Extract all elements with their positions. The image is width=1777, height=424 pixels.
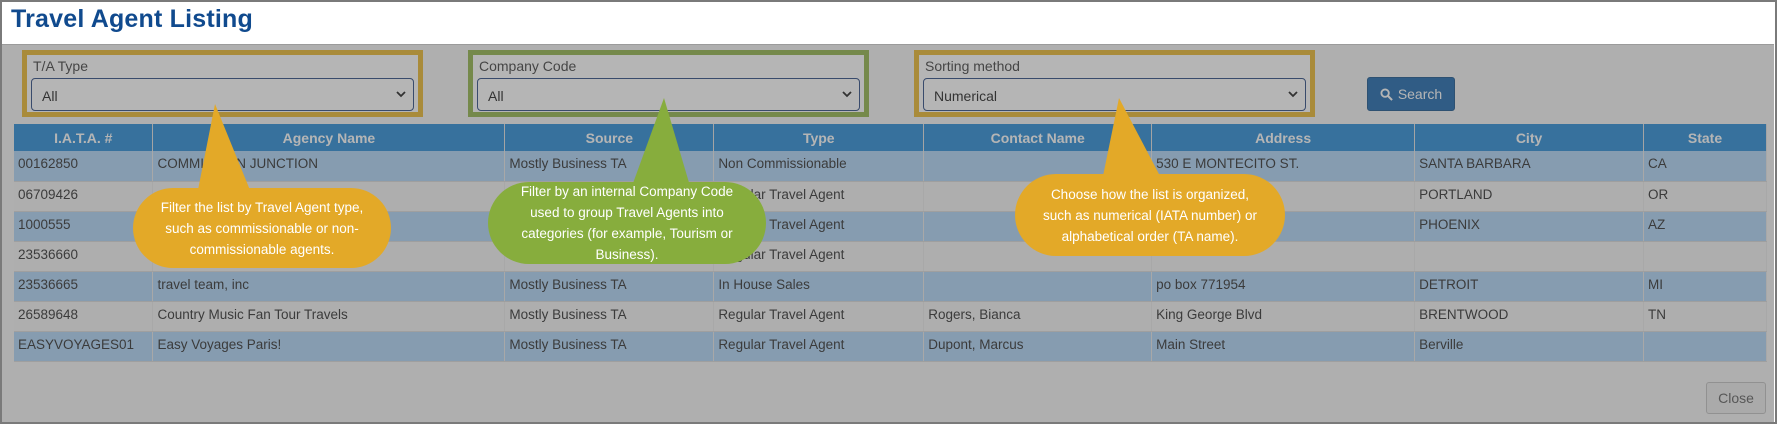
ta-type-filter: T/A Type All (22, 50, 423, 117)
column-header-iata[interactable]: I.A.T.A. # (14, 124, 154, 151)
cell-address: po box 771954 (1151, 271, 1416, 302)
column-header-city[interactable]: City (1414, 124, 1644, 151)
cell-contact-name (923, 271, 1153, 302)
close-button-label: Close (1718, 390, 1754, 406)
sorting-method-select[interactable]: Numerical (923, 78, 1306, 111)
cell-source: Mostly Business TA (504, 271, 715, 302)
column-header-state[interactable]: State (1643, 124, 1767, 151)
cell-state (1643, 241, 1767, 272)
company-code-filter: Company Code All (468, 50, 869, 117)
cell-city: PHOENIX (1414, 211, 1644, 242)
sorting-method-label: Sorting method (925, 58, 1020, 74)
cell-agency-name: travel team, inc (152, 271, 506, 302)
cell-iata: 26589648 (14, 301, 154, 332)
cell-address (1151, 241, 1416, 272)
cell-type: Non Commissionable (713, 151, 925, 182)
cell-state: AZ (1643, 211, 1767, 242)
search-button-label: Search (1397, 86, 1443, 102)
sorting-method-callout: Choose how the list is organized, such a… (1015, 174, 1285, 256)
table-row[interactable]: 23536665 travel team, inc Mostly Busines… (14, 271, 1767, 302)
column-header-contact-name[interactable]: Contact Name (923, 124, 1153, 151)
table-header-row: I.A.T.A. # Agency Name Source Type Conta… (14, 124, 1767, 151)
cell-city (1414, 241, 1644, 272)
cell-iata: 23536665 (14, 271, 154, 302)
ta-type-callout: Filter the list by Travel Agent type, su… (133, 188, 391, 268)
cell-address: King George Blvd (1151, 301, 1416, 332)
cell-city: BRENTWOOD (1414, 301, 1644, 332)
company-code-label: Company Code (479, 58, 577, 74)
cell-type: In House Sales (713, 271, 925, 302)
cell-type: Regular Travel Agent (713, 301, 925, 332)
cell-state: MI (1643, 271, 1767, 302)
cell-address: Main Street (1151, 331, 1416, 362)
company-code-callout: Filter by an internal Company Code used … (488, 182, 766, 264)
cell-city: PORTLAND (1414, 181, 1644, 212)
chevron-down-icon (396, 91, 406, 98)
ta-type-selected-value: All (42, 88, 58, 104)
page-title: Travel Agent Listing (11, 5, 254, 33)
search-button[interactable]: Search (1367, 77, 1455, 111)
cell-iata: 23536660 (14, 241, 154, 272)
cell-source: Mostly Business TA (504, 331, 715, 362)
company-code-selected-value: All (488, 88, 504, 104)
chevron-down-icon (842, 91, 852, 98)
column-header-address[interactable]: Address (1151, 124, 1416, 151)
cell-state: CA (1643, 151, 1767, 182)
cell-source: Mostly Business TA (504, 151, 715, 182)
cell-agency-name: Easy Voyages Paris! (152, 331, 506, 362)
cell-iata: 00162850 (14, 151, 154, 182)
cell-state: OR (1643, 181, 1767, 212)
company-code-select[interactable]: All (477, 78, 860, 111)
cell-agency-name: Country Music Fan Tour Travels (152, 301, 506, 332)
cell-city: Berville (1414, 331, 1644, 362)
cell-contact-name: Dupont, Marcus (923, 331, 1153, 362)
ta-type-label: T/A Type (33, 58, 88, 74)
cell-state (1643, 331, 1767, 362)
cell-source: Mostly Business TA (504, 301, 715, 332)
cell-iata: 1000555 (14, 211, 154, 242)
cell-state: TN (1643, 301, 1767, 332)
close-button[interactable]: Close (1706, 382, 1766, 414)
cell-iata: EASYVOYAGES01 (14, 331, 154, 362)
sorting-method-filter: Sorting method Numerical (914, 50, 1315, 117)
ta-type-select[interactable]: All (31, 78, 414, 111)
sorting-method-selected-value: Numerical (934, 88, 998, 104)
cell-city: SANTA BARBARA (1414, 151, 1644, 182)
column-header-source[interactable]: Source (504, 124, 715, 151)
table-row[interactable]: EASYVOYAGES01 Easy Voyages Paris! Mostly… (14, 331, 1767, 362)
cell-contact-name: Rogers, Bianca (923, 301, 1153, 332)
cell-agency-name: COMMISSION JUNCTION (152, 151, 506, 182)
table-row[interactable]: 26589648 Country Music Fan Tour Travels … (14, 301, 1767, 332)
cell-iata: 06709426 (14, 181, 154, 212)
table-row[interactable]: 00162850 COMMISSION JUNCTION Mostly Busi… (14, 151, 1767, 182)
column-header-agency-name[interactable]: Agency Name (152, 124, 506, 151)
chevron-down-icon (1288, 91, 1298, 98)
search-icon (1380, 87, 1393, 101)
column-header-type[interactable]: Type (713, 124, 925, 151)
cell-city: DETROIT (1414, 271, 1644, 302)
cell-type: Regular Travel Agent (713, 331, 925, 362)
